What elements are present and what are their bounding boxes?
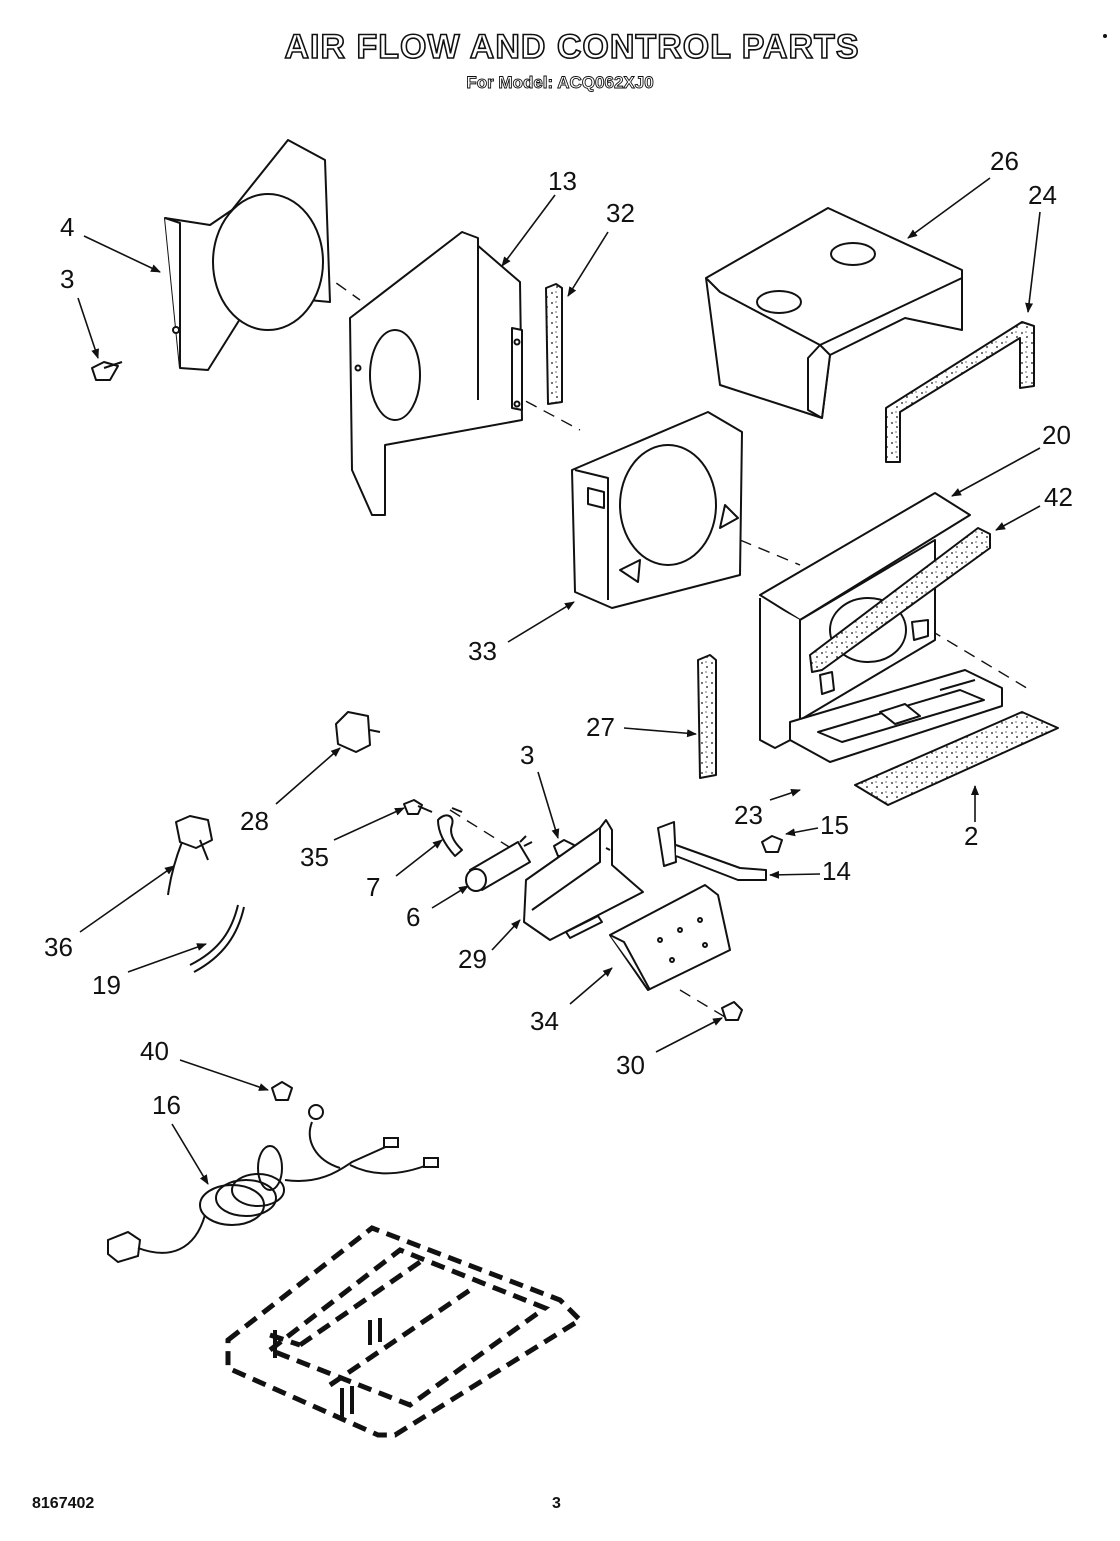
callout-3-left: 3 xyxy=(60,264,74,294)
leader-lines xyxy=(77,177,1041,1185)
page-title: AIR FLOW AND CONTROL PARTS xyxy=(284,27,860,67)
callout-7: 7 xyxy=(366,872,380,902)
part-40-screw xyxy=(271,1081,293,1101)
part-24-l-gasket xyxy=(885,321,1035,463)
callout-30: 30 xyxy=(616,1050,645,1080)
part-35-screw xyxy=(403,799,433,815)
part-28-selector-switch xyxy=(335,711,381,753)
callout-14: 14 xyxy=(822,856,851,886)
part-30-screw xyxy=(721,1001,743,1021)
part-34-control-cover xyxy=(609,884,731,991)
callout-40: 40 xyxy=(140,1036,169,1066)
corner-dot xyxy=(1103,34,1107,38)
callout-4: 4 xyxy=(60,212,74,242)
callout-28: 28 xyxy=(240,806,269,836)
callout-34: 34 xyxy=(530,1006,559,1036)
part-4-fan-shroud xyxy=(164,139,331,371)
part-16-power-cord xyxy=(107,1104,439,1264)
part-14-thermostat-bulb xyxy=(657,821,767,881)
model-subtitle: For Model: ACQ062XJ0 xyxy=(466,73,654,93)
callout-15: 15 xyxy=(820,810,849,840)
callout-33: 33 xyxy=(468,636,497,666)
part-36-thermostat xyxy=(167,815,213,896)
callout-6: 6 xyxy=(406,902,420,932)
part-19-tube xyxy=(189,904,245,973)
callout-16: 16 xyxy=(152,1090,181,1120)
part-29-control-bracket xyxy=(523,819,644,941)
callout-labels: 4 3 13 32 26 24 20 42 33 27 23 2 15 14 2… xyxy=(44,146,1073,1120)
part-23-drain-pan xyxy=(789,669,1003,763)
base-pan-outline xyxy=(225,1225,584,1438)
part-2-filter xyxy=(854,711,1059,806)
callout-26: 26 xyxy=(990,146,1019,176)
document-number: 8167402 xyxy=(32,1495,95,1512)
callout-2: 2 xyxy=(964,821,978,851)
part-13-orifice-panel xyxy=(349,231,523,516)
callout-32: 32 xyxy=(606,198,635,228)
part-33-blower-housing xyxy=(571,411,743,609)
page-number: 3 xyxy=(552,1495,561,1512)
callout-27: 27 xyxy=(586,712,615,742)
callout-29: 29 xyxy=(458,944,487,974)
callout-24: 24 xyxy=(1028,180,1057,210)
callout-13: 13 xyxy=(548,166,577,196)
part-7-clip xyxy=(437,807,463,857)
part-26-cover xyxy=(705,207,963,419)
part-32-gasket-strip xyxy=(545,283,563,405)
callout-3-center: 3 xyxy=(520,740,534,770)
part-42-gasket xyxy=(809,527,991,673)
callout-20: 20 xyxy=(1042,420,1071,450)
callout-23: 23 xyxy=(734,800,763,830)
part-6-capacitor xyxy=(465,835,533,892)
callout-36: 36 xyxy=(44,932,73,962)
callout-35: 35 xyxy=(300,842,329,872)
part-27-gasket xyxy=(697,654,717,779)
part-15-screw xyxy=(761,835,783,853)
base-pan-fasteners xyxy=(273,1318,382,1418)
part-3-screw-left xyxy=(91,361,123,381)
callout-42: 42 xyxy=(1044,482,1073,512)
callout-19: 19 xyxy=(92,970,121,1000)
